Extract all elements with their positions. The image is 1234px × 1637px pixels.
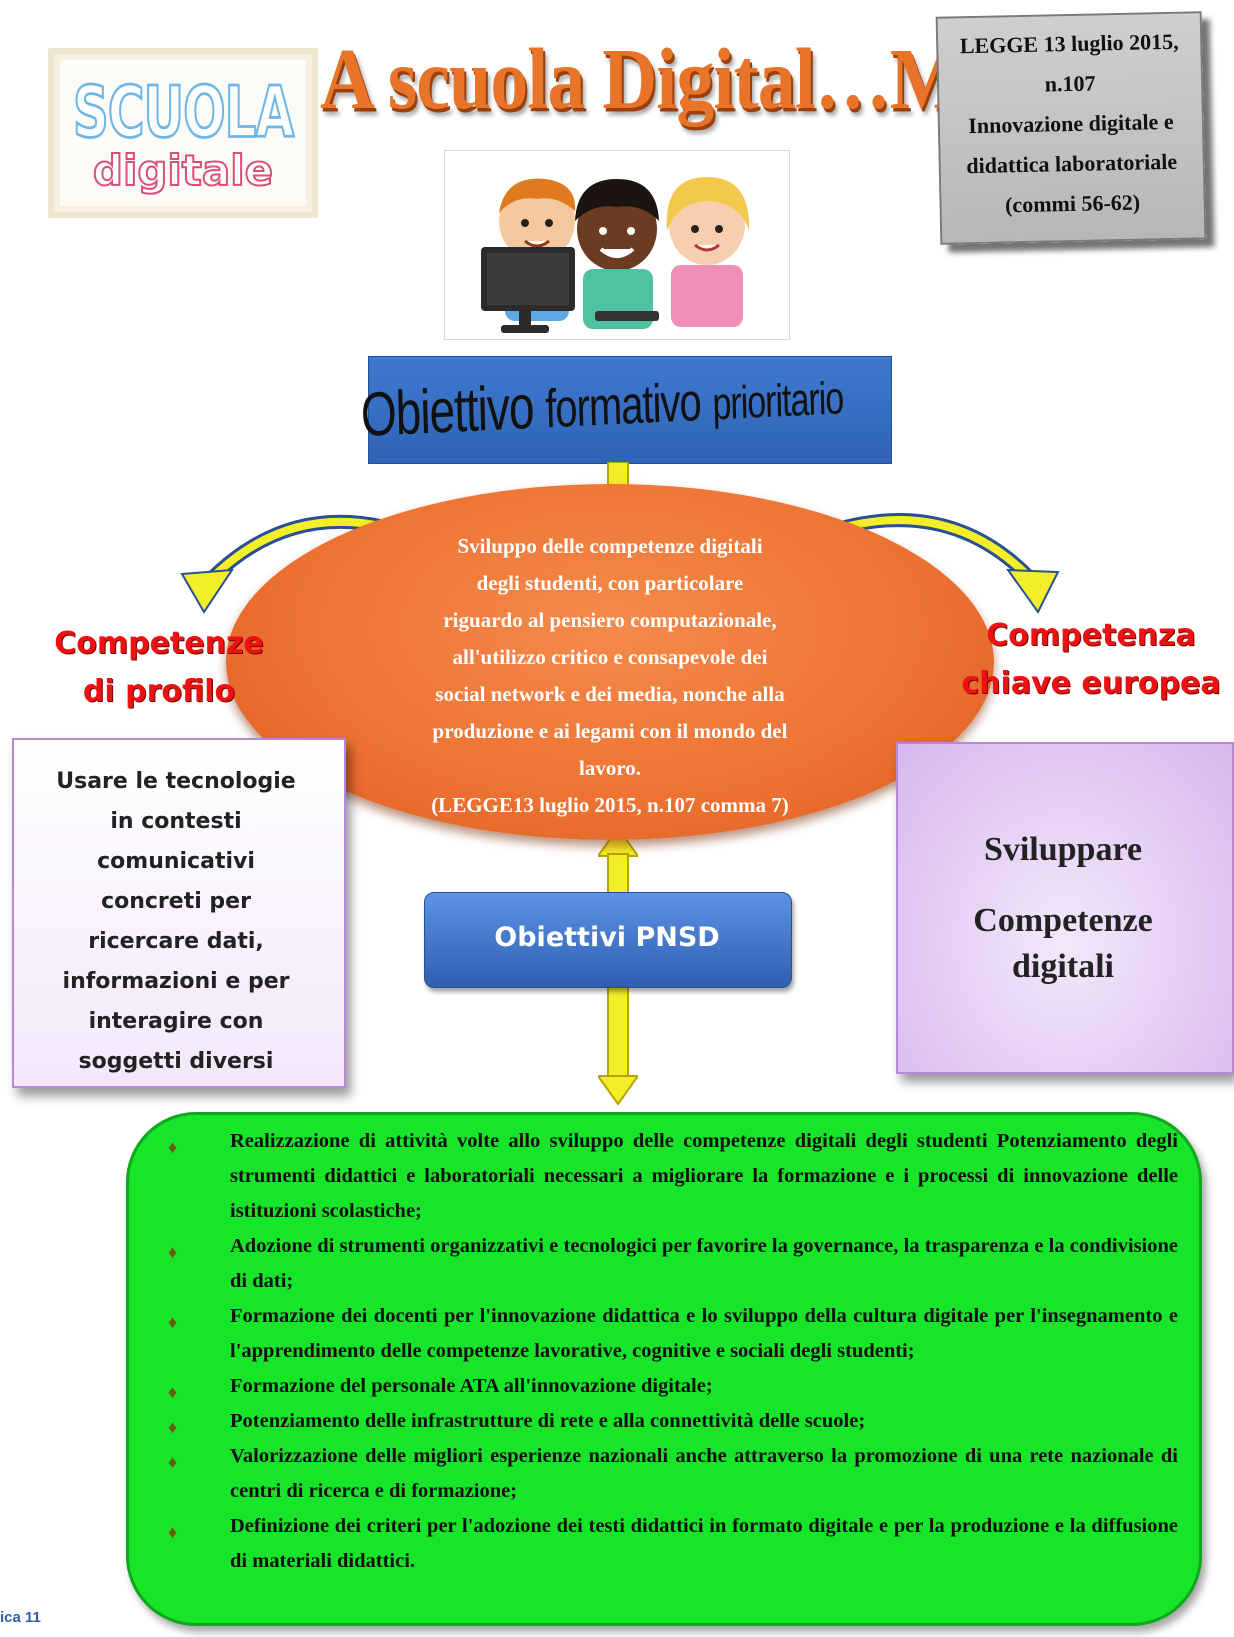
law-line: n.107 (1044, 70, 1096, 97)
curved-arrow-right-icon (830, 500, 1070, 625)
law-line: (commi 56-62) (1004, 189, 1141, 218)
central-objective-ellipse (226, 484, 994, 840)
card-line: soggetti diversi (78, 1049, 274, 1074)
card-line: comunicativi (97, 849, 255, 874)
page-number: ica 11 (0, 1609, 41, 1626)
small-bullet-icon: ♦ (168, 1137, 178, 1157)
card-line: Usare le tecnologie (56, 769, 296, 794)
small-bullet-icon: ♦ (168, 1242, 178, 1262)
left-section-title: Competenze di profilo (28, 620, 290, 716)
list-item-text: Formazione del personale ATA all'innovaz… (230, 1375, 713, 1397)
objective-banner (368, 356, 892, 464)
list-item: ♦ Valorizzazione delle migliori esperienz… (168, 1439, 1178, 1509)
list-item-text: Adozione di strumenti organizzativi e te… (230, 1235, 1178, 1292)
banner-word-1: Obiettivo (360, 371, 535, 450)
scuola-digitale-logo: SCUOLA digitale (48, 48, 318, 218)
ellipse-line: lavoro. (578, 756, 642, 780)
law-line: LEGGE 13 luglio 2015, (959, 28, 1179, 59)
list-item-text: Definizione dei criteri per l'adozione d… (230, 1515, 1178, 1572)
ellipse-line: produzione e ai legami con il mondo del (432, 719, 788, 743)
list-item: ♦ Adozione di strumenti organizzativi e t… (168, 1229, 1178, 1299)
pnsd-objectives-list: ♦ Realizzazione di attività volte allo sv… (168, 1124, 1178, 1579)
arrow-down-long-icon (596, 985, 640, 1111)
list-item: ♦ Definizione dei criteri per l'adozione … (168, 1509, 1178, 1579)
main-title: A scuola Digital…Mente (320, 31, 1093, 128)
right-title-line-2: chiave europea (961, 666, 1221, 701)
logo-word-bottom: digitale (92, 145, 274, 196)
logo-word-top: SCUOLA (72, 71, 295, 155)
list-item-text: Realizzazione di attività volte allo svi… (230, 1130, 1178, 1222)
law-line: didattica laboratoriale (966, 148, 1178, 179)
card-line: in contesti (110, 809, 242, 834)
pnsd-objectives-box (424, 892, 792, 988)
right-section-title: Competenza chiave europea (956, 612, 1226, 708)
children-computer-icon (481, 177, 750, 333)
ellipse-line: (LEGGE13 luglio 2015, n.107 comma 7) (431, 793, 789, 817)
list-item: ♦ Realizzazione di attività volte allo sv… (168, 1124, 1178, 1229)
european-competence-text: Sviluppare Competenze digitali (896, 822, 1230, 990)
right-title-line-1: Competenza (986, 618, 1196, 653)
list-item: ♦ Formazione del personale ATA all'innova… (168, 1369, 1178, 1404)
card-line: informazioni e per (62, 969, 290, 994)
list-item: ♦ Potenziamento delle infrastrutture di r… (168, 1404, 1178, 1439)
pnsd-objectives-list-box (126, 1112, 1202, 1626)
ellipse-line: Sviluppo delle competenze digitali (457, 534, 763, 558)
list-item-text: Potenziamento delle infrastrutture di re… (230, 1410, 866, 1432)
card-line: Sviluppare (983, 831, 1143, 868)
banner-word-3: prioritario (711, 372, 844, 431)
small-bullet-icon: ♦ (168, 1417, 178, 1437)
ellipse-line: degli studenti, con particolare (476, 571, 744, 595)
central-objective-text: Sviluppo delle competenze digitali degli… (380, 528, 840, 824)
left-title-line-1: Competenze (54, 626, 264, 661)
small-bullet-icon: ♦ (168, 1452, 178, 1472)
profile-competence-card (12, 738, 346, 1088)
list-item: ♦ Formazione dei docenti per l'innovazion… (168, 1299, 1178, 1369)
left-title-line-2: di profilo (82, 674, 236, 709)
list-item-text: Valorizzazione delle migliori esperienze… (230, 1445, 1178, 1502)
small-bullet-icon: ♦ (168, 1382, 178, 1402)
ellipse-line: social network e dei media, nonche alla (435, 682, 785, 706)
card-line: Competenze (973, 902, 1153, 939)
law-line: Innovazione digitale e (967, 108, 1174, 139)
ellipse-line: riguardo al pensiero computazionale, (443, 608, 777, 632)
small-bullet-icon: ♦ (168, 1312, 178, 1332)
european-competence-card (896, 742, 1234, 1074)
banner-word-2: formativo (544, 372, 702, 440)
card-line: digitali (1011, 948, 1115, 985)
ellipse-line: all'utilizzo critico e consapevole dei (452, 645, 768, 669)
card-line: interagire con (88, 1009, 264, 1034)
children-computer-illustration (444, 150, 790, 340)
pnsd-objectives-label: Obiettivi PNSD (494, 922, 720, 953)
profile-competence-text: Usare le tecnologie in contesti comunica… (40, 762, 312, 1082)
small-bullet-icon: ♦ (168, 1522, 178, 1542)
law-reference-box: LEGGE 13 luglio 2015, n.107 Innovazione … (935, 11, 1207, 245)
list-item-text: Formazione dei docenti per l'innovazione… (230, 1305, 1178, 1362)
card-line: concreti per (101, 889, 251, 914)
card-line: ricercare dati, (88, 929, 264, 954)
